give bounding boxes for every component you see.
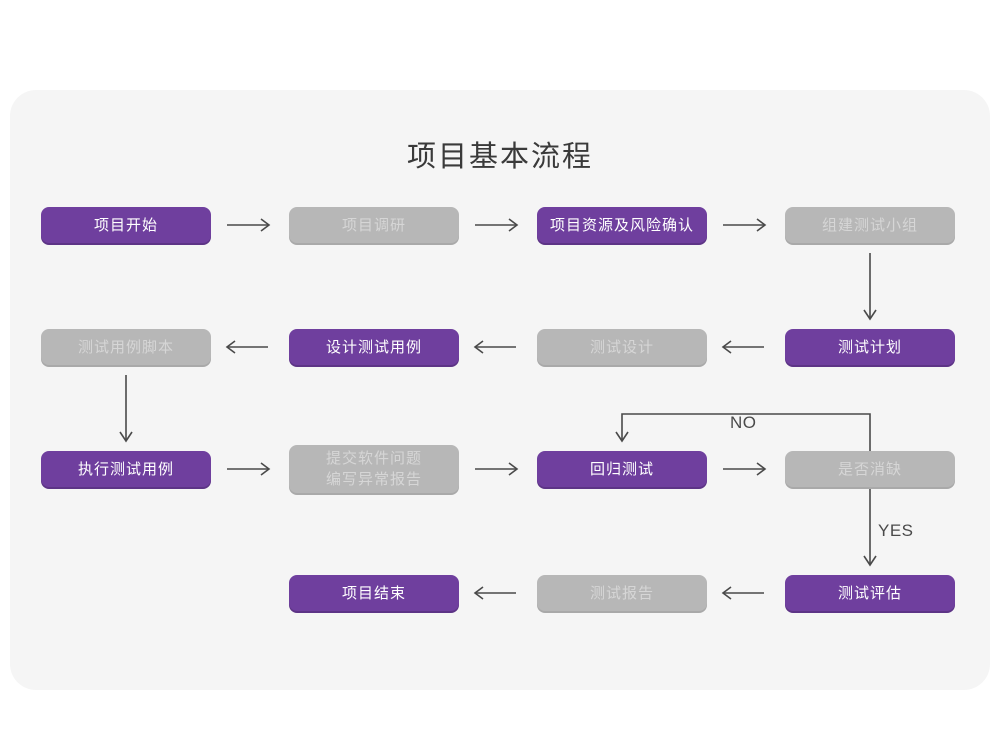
flow-node-label: 项目结束 [341, 584, 406, 602]
flow-node-n14[interactable]: 测试报告 [537, 575, 707, 611]
flow-node-label: 测试报告 [589, 584, 654, 602]
flow-node-label: 是否消缺 [837, 460, 902, 478]
flow-node-n15[interactable]: 测试评估 [785, 575, 955, 611]
edge-label-no: NO [730, 413, 757, 432]
flow-node-n4[interactable]: 组建测试小组 [785, 207, 955, 243]
edge-label-yes: YES [878, 521, 914, 540]
flow-node-n11[interactable]: 回归测试 [537, 451, 707, 487]
flow-node-n7[interactable]: 测试设计 [537, 329, 707, 365]
flow-node-label: 提交软件问题 编写异常报告 [325, 450, 422, 488]
page-title: 项目基本流程 [406, 141, 593, 173]
flow-node-n9[interactable]: 执行测试用例 [41, 451, 211, 487]
flow-node-n5[interactable]: 测试用例脚本 [41, 329, 211, 365]
flow-node-n1[interactable]: 项目开始 [41, 207, 211, 243]
flow-node-label: 测试用例脚本 [77, 338, 174, 356]
flow-node-n2[interactable]: 项目调研 [289, 207, 459, 243]
flow-node-label: 测试设计 [589, 338, 654, 356]
flow-node-n3[interactable]: 项目资源及风险确认 [537, 207, 707, 243]
flow-node-label: 项目调研 [341, 216, 406, 234]
flow-node-label: 组建测试小组 [821, 216, 918, 234]
flow-node-n13[interactable]: 项目结束 [289, 575, 459, 611]
flow-node-n6[interactable]: 设计测试用例 [289, 329, 459, 365]
flow-node-label: 项目开始 [93, 216, 158, 234]
flow-node-n12[interactable]: 是否消缺 [785, 451, 955, 487]
flow-node-n8[interactable]: 测试计划 [785, 329, 955, 365]
flow-node-n10[interactable]: 提交软件问题 编写异常报告 [289, 445, 459, 493]
flow-node-label: 执行测试用例 [77, 460, 174, 478]
flow-node-label: 项目资源及风险确认 [549, 216, 694, 234]
flow-node-label: 测试计划 [837, 338, 902, 356]
flow-node-label: 回归测试 [589, 460, 654, 478]
flow-node-label: 设计测试用例 [325, 338, 422, 356]
flow-node-label: 测试评估 [837, 584, 902, 602]
